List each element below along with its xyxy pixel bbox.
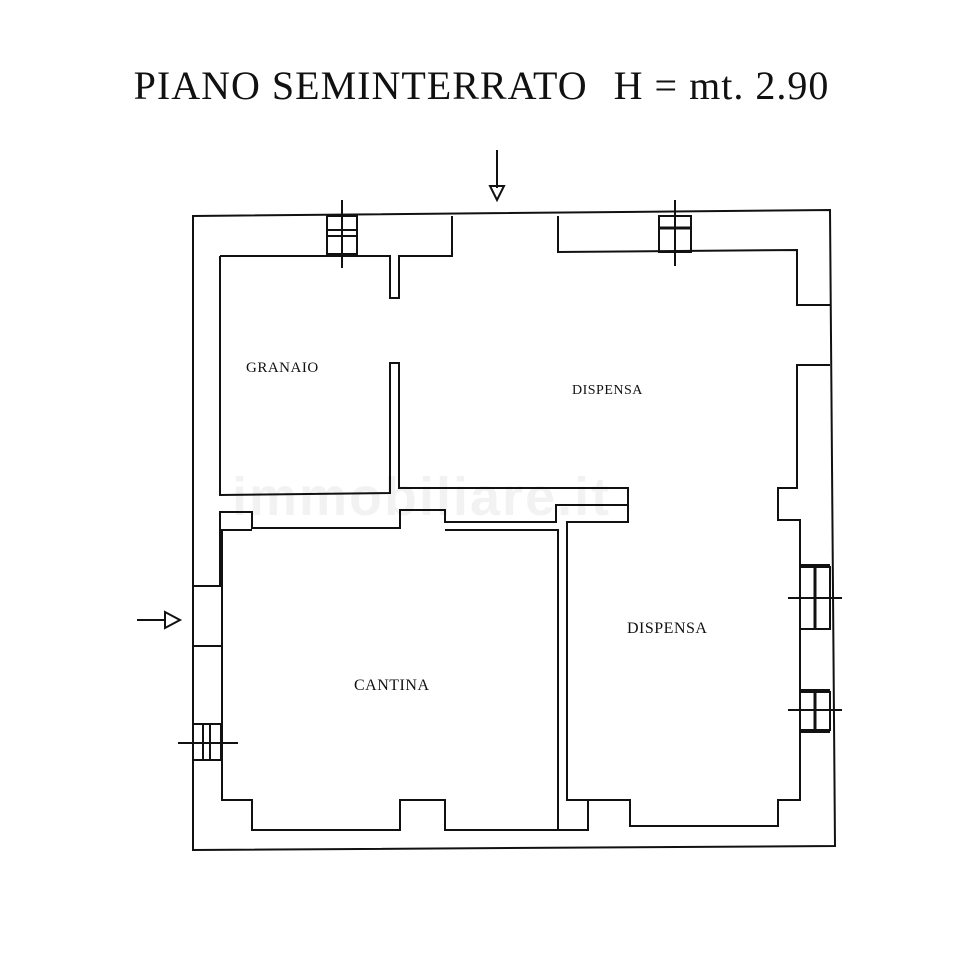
ceiling-height: H = mt. 2.90 <box>613 63 830 108</box>
outer-wall <box>192 208 837 852</box>
dispensa-upper-wall <box>557 216 830 306</box>
cantina-partition <box>558 505 629 831</box>
dispensa-lower-wall <box>588 731 830 827</box>
floor-name: PIANO SEMINTERRATO <box>133 63 588 108</box>
entrance-arrow-left <box>137 610 183 630</box>
granaio-top-wall <box>220 216 453 299</box>
room-label-dispensa-lower: DISPENSA <box>627 620 708 637</box>
room-label-dispensa-upper: DISPENSA <box>572 383 643 398</box>
dispensa-lower-pier <box>799 630 830 691</box>
granaio-wall <box>193 256 629 587</box>
watermark-text: immobiliare.it <box>232 467 612 527</box>
room-label-granaio: GRANAIO <box>246 360 319 376</box>
plan-title: PIANO SEMINTERRATO H = mt. 2.90 <box>0 62 963 109</box>
room-label-cantina: CANTINA <box>354 677 430 694</box>
dispensa-upper-right-pier <box>777 364 830 566</box>
entrance-arrow-top <box>488 150 506 203</box>
